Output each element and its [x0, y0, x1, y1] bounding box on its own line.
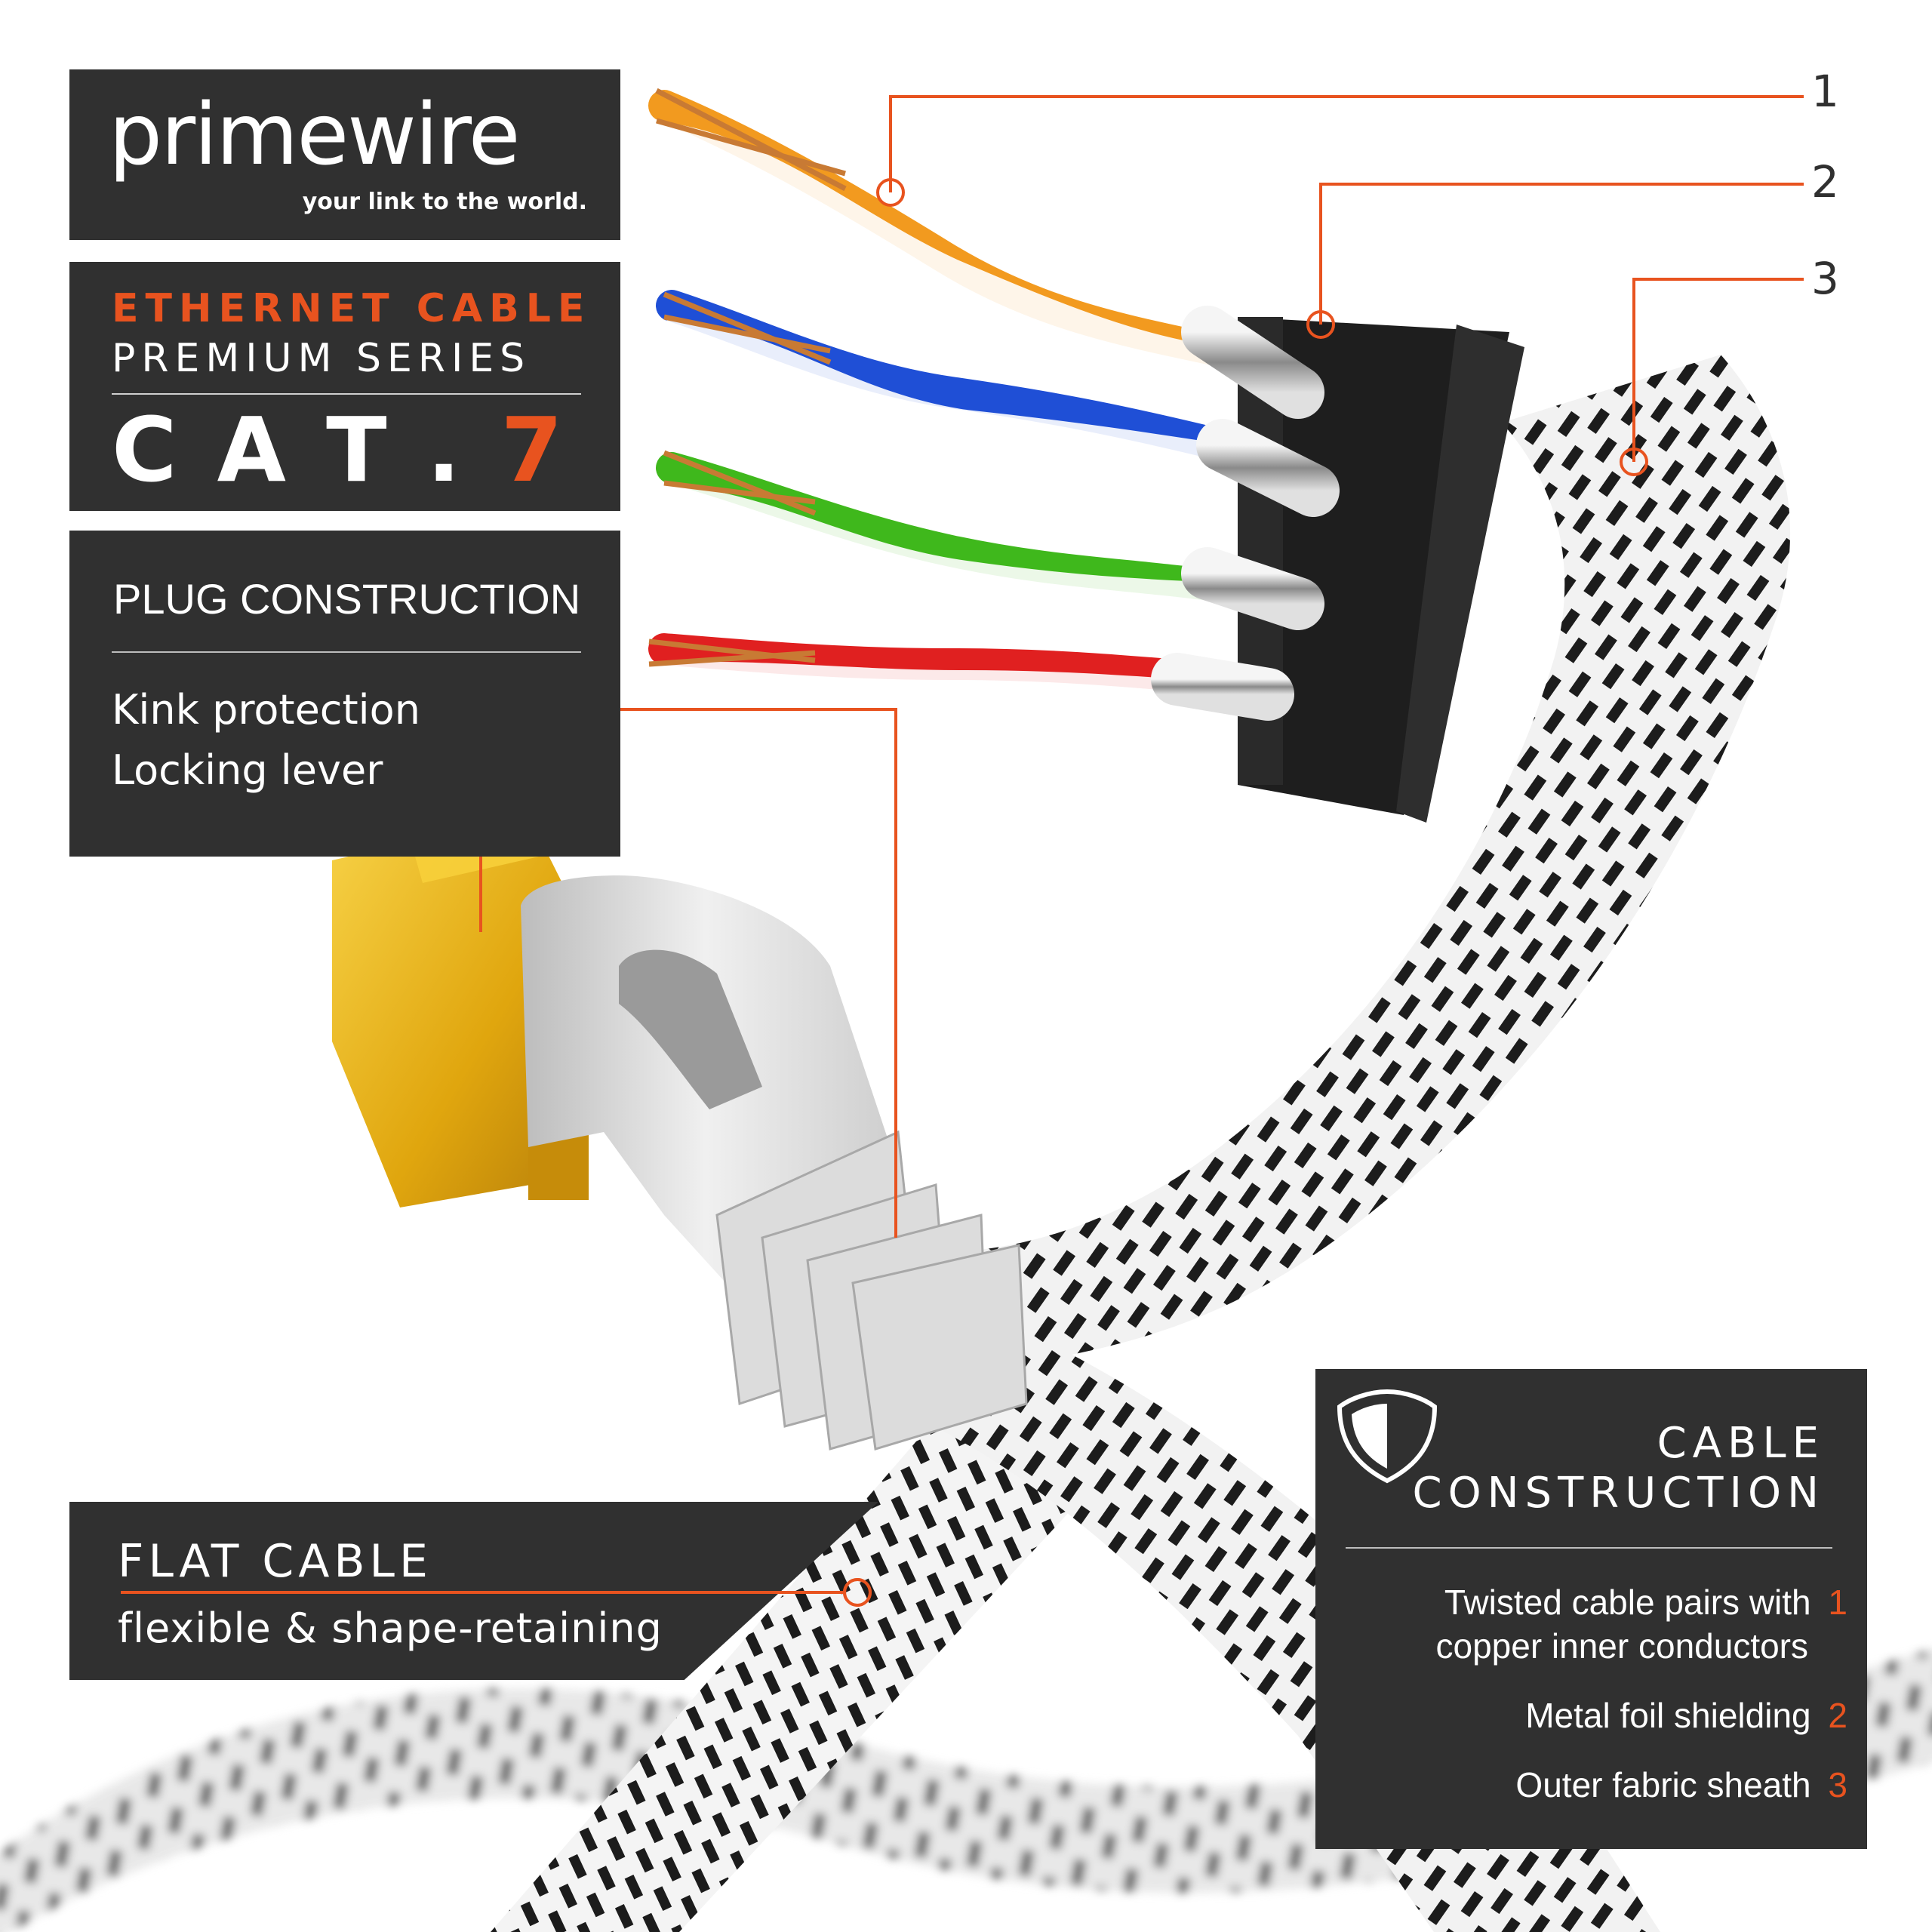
kink-protection-label: Kink protection	[112, 686, 420, 734]
cable-item-2-text: Metal foil shielding	[1525, 1696, 1811, 1735]
brand-logo: primewire	[109, 86, 520, 184]
cable-item-1-line1: Twisted cable pairs with 1	[1444, 1582, 1847, 1623]
plug-divider	[112, 651, 581, 653]
cable-item-3-number: 3	[1828, 1765, 1847, 1804]
plug-construction-panel: PLUG CONSTRUCTION Kink protection Lockin…	[69, 531, 620, 857]
cable-divider	[1346, 1547, 1832, 1549]
cable-construction-panel: CABLE CONSTRUCTION Twisted cable pairs w…	[1315, 1369, 1867, 1849]
locking-lever-label: Locking lever	[112, 746, 383, 794]
brand-tagline: your link to the world.	[302, 189, 587, 215]
callout-number-3: 3	[1811, 253, 1839, 304]
plug-construction-heading: PLUG CONSTRUCTION	[113, 575, 581, 623]
cable-construction-heading-line2: CONSTRUCTION	[1412, 1469, 1825, 1518]
cable-item-3-text: Outer fabric sheath	[1515, 1765, 1811, 1804]
title-divider	[112, 393, 581, 395]
title-line2: PREMIUM SERIES	[112, 336, 531, 381]
flat-cable-heading: FLAT CABLE	[118, 1535, 432, 1588]
shield-icon	[1337, 1389, 1438, 1484]
cat-prefix: C A T .	[112, 398, 466, 502]
cable-item-1-line2: copper inner conductors	[1435, 1626, 1808, 1666]
cable-item-2-number: 2	[1828, 1696, 1847, 1735]
callout-number-1: 1	[1811, 66, 1839, 117]
title-panel: ETHERNET CABLE PREMIUM SERIES C A T . 7	[69, 262, 620, 511]
cable-construction-heading-line1: CABLE	[1657, 1419, 1825, 1468]
brand-panel: primewire your link to the world.	[69, 69, 620, 240]
cat-label: C A T . 7	[112, 398, 568, 502]
flat-cable-subtitle: flexible & shape-retaining	[118, 1604, 663, 1652]
callout-number-2: 2	[1811, 156, 1839, 208]
cable-item-2: Metal foil shielding 2	[1525, 1695, 1847, 1736]
cable-item-1-number: 1	[1828, 1583, 1847, 1622]
cable-item-1-text: Twisted cable pairs with	[1444, 1583, 1811, 1622]
cable-item-3: Outer fabric sheath 3	[1515, 1764, 1847, 1805]
cat-number: 7	[500, 398, 568, 502]
title-line1: ETHERNET CABLE	[112, 286, 592, 331]
